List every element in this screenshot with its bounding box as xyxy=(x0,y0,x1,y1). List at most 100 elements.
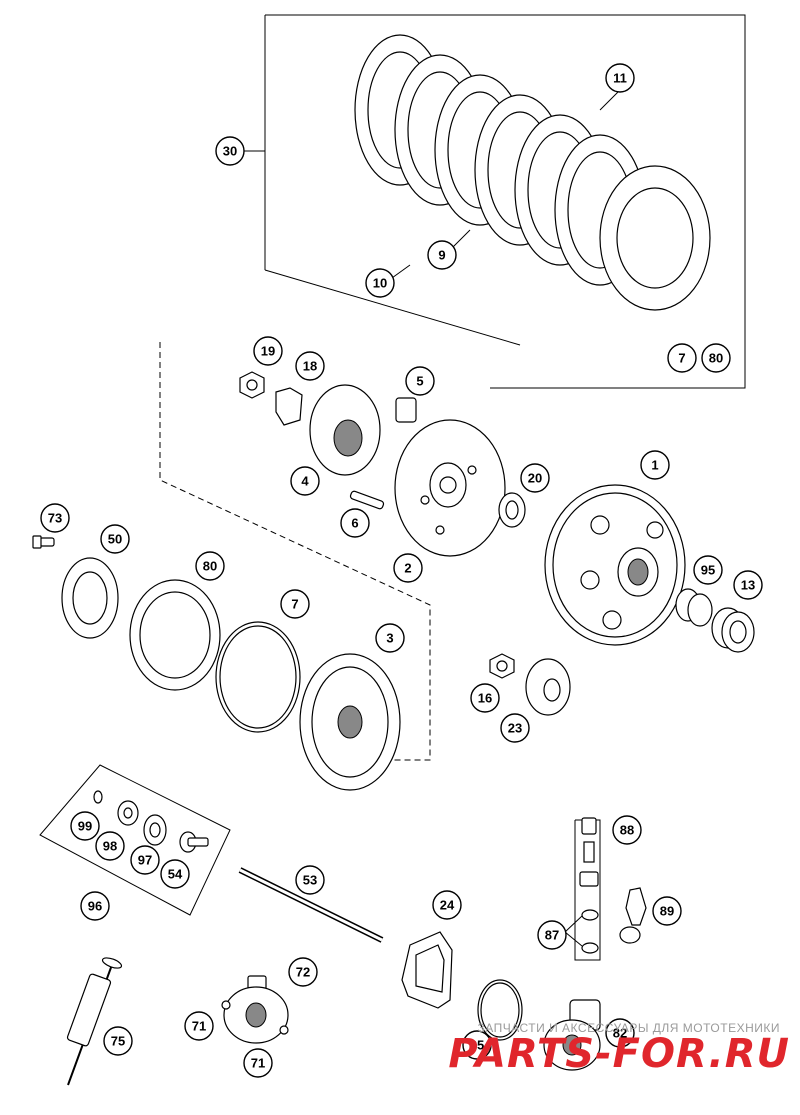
callout-circle xyxy=(215,136,245,166)
callout-5: 5 xyxy=(405,366,435,396)
callout-label: 18 xyxy=(303,359,317,374)
callout-circle xyxy=(103,1026,133,1056)
callout-circle xyxy=(340,508,370,538)
callout-10: 10 xyxy=(365,268,395,298)
callout-13: 13 xyxy=(733,570,763,600)
callout-label: 54 xyxy=(168,867,183,882)
callout-circle xyxy=(253,336,283,366)
gear-23 xyxy=(525,658,571,716)
callout-24: 24 xyxy=(432,890,462,920)
callout-53: 53 xyxy=(295,865,325,895)
wire-ring-7 xyxy=(215,621,301,733)
callout-circle xyxy=(667,343,697,373)
lock-washer-18 xyxy=(275,387,303,426)
callout-circle xyxy=(432,890,462,920)
banjo-bolt-89 xyxy=(619,887,647,944)
push-rod-53 xyxy=(238,867,384,943)
callout-9: 9 xyxy=(427,240,457,270)
callout-label: 75 xyxy=(111,1034,125,1049)
callout-label: 10 xyxy=(373,276,387,291)
callout-circle xyxy=(95,831,125,861)
callout-circle xyxy=(40,503,70,533)
callout-circle xyxy=(243,1048,273,1078)
callout-label: 7 xyxy=(291,597,298,612)
callout-circle xyxy=(640,450,670,480)
callout-71: 71 xyxy=(243,1048,273,1078)
callout-circle xyxy=(295,351,325,381)
callout-label: 72 xyxy=(296,965,310,980)
callout-label: 2 xyxy=(404,561,411,576)
callout-circle xyxy=(462,1030,492,1060)
callout-1: 1 xyxy=(640,450,670,480)
callout-label: 71 xyxy=(192,1019,206,1034)
callout-89: 89 xyxy=(652,896,682,926)
callout-label: 80 xyxy=(203,559,217,574)
disc-80 xyxy=(129,579,221,691)
clutch-disc-stack xyxy=(354,34,711,311)
callout-label: 96 xyxy=(88,899,102,914)
callout-label: 82 xyxy=(613,1026,627,1041)
callout-11: 11 xyxy=(605,63,635,93)
bolt-73 xyxy=(32,535,55,549)
callout-circle xyxy=(280,589,310,619)
callout-25: 25 xyxy=(462,1030,492,1060)
callout-71: 71 xyxy=(184,1011,214,1041)
watermark-caption: ЗАПЧАСТИ И АКСЕССУАРЫ ДЛЯ МОТОТЕХНИКИ xyxy=(478,1021,780,1035)
diaphragm-spring-50 xyxy=(61,557,119,639)
callout-6: 6 xyxy=(340,508,370,538)
callout-97: 97 xyxy=(130,845,160,875)
callout-96: 96 xyxy=(80,891,110,921)
callout-label: 3 xyxy=(386,631,393,646)
callout-20: 20 xyxy=(520,463,550,493)
callout-label: 19 xyxy=(261,344,275,359)
callout-label: 20 xyxy=(528,471,542,486)
callout-label: 99 xyxy=(78,819,92,834)
callout-label: 13 xyxy=(741,578,755,593)
callout-73: 73 xyxy=(40,503,70,533)
callout-circle xyxy=(470,683,500,713)
callout-16: 16 xyxy=(470,683,500,713)
callout-80: 80 xyxy=(701,343,731,373)
gasket-24 xyxy=(401,931,453,1009)
callout-label: 9 xyxy=(438,248,445,263)
pin-6 xyxy=(349,490,385,510)
callout-circle xyxy=(605,63,635,93)
callout-circle xyxy=(520,463,550,493)
callout-label: 53 xyxy=(303,873,317,888)
nut-19 xyxy=(239,371,265,399)
callout-label: 73 xyxy=(48,511,62,526)
callout-50: 50 xyxy=(100,524,130,554)
callout-circle xyxy=(701,343,731,373)
callout-label: 88 xyxy=(620,823,634,838)
watermark: ЗАПЧАСТИ И АКСЕССУАРЫ ДЛЯ МОТОТЕХНИКИ PA… xyxy=(448,1021,789,1077)
grease-syringe-75 xyxy=(66,957,123,1086)
o-ring-25 xyxy=(477,979,523,1041)
pressure-plate-3 xyxy=(299,653,401,791)
callout-circle xyxy=(130,845,160,875)
callout-label: 5 xyxy=(416,374,423,389)
callout-label: 24 xyxy=(440,898,455,913)
callout-95: 95 xyxy=(693,555,723,585)
nut-16 xyxy=(489,653,515,679)
callout-circle xyxy=(295,865,325,895)
clutch-basket-1 xyxy=(544,484,686,646)
callout-7: 7 xyxy=(280,589,310,619)
callout-label: 7 xyxy=(678,351,685,366)
callout-label: 11 xyxy=(613,71,627,86)
bushing-95 xyxy=(675,588,713,627)
callout-circle xyxy=(500,713,530,743)
bleed-screw-88 xyxy=(574,817,601,961)
callout-circle xyxy=(80,891,110,921)
seal-rings-87 xyxy=(564,909,599,954)
callout-circle xyxy=(375,623,405,653)
callout-label: 4 xyxy=(301,474,309,489)
callout-circle xyxy=(184,1011,214,1041)
slave-cylinder-71 xyxy=(221,975,289,1044)
callout-75: 75 xyxy=(103,1026,133,1056)
callout-label: 30 xyxy=(223,144,237,159)
callout-circle xyxy=(70,811,100,841)
callout-19: 19 xyxy=(253,336,283,366)
callout-circle xyxy=(365,268,395,298)
